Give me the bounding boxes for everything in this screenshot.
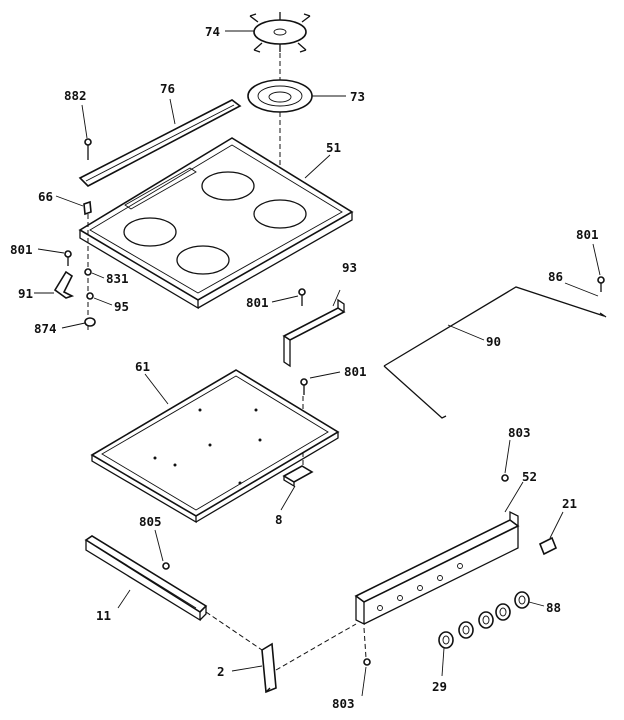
label-8: 8 bbox=[275, 512, 283, 527]
label-61: 61 bbox=[135, 359, 150, 374]
label-29: 29 bbox=[432, 679, 447, 694]
label-51: 51 bbox=[326, 140, 341, 155]
burner-bowl-73 bbox=[247, 79, 313, 113]
screw-801-right bbox=[597, 276, 605, 292]
label-2: 2 bbox=[217, 664, 225, 679]
label-11: 11 bbox=[96, 608, 111, 623]
label-86: 86 bbox=[548, 269, 563, 284]
screw-801-left bbox=[64, 250, 72, 266]
manifold-panel-52 bbox=[354, 510, 520, 626]
label-882: 882 bbox=[64, 88, 87, 103]
screw-801-lower bbox=[300, 378, 308, 395]
label-73: 73 bbox=[350, 89, 365, 104]
screw-803-upper bbox=[501, 474, 509, 482]
screw-882 bbox=[84, 138, 92, 160]
bracket-8 bbox=[282, 465, 314, 488]
label-93: 93 bbox=[342, 260, 357, 275]
label-66: 66 bbox=[38, 189, 53, 204]
label-803-upper: 803 bbox=[508, 425, 531, 440]
bracket-91 bbox=[53, 270, 75, 299]
label-805: 805 bbox=[139, 514, 162, 529]
label-831: 831 bbox=[106, 271, 129, 286]
label-801-center: 801 bbox=[246, 295, 269, 310]
label-52: 52 bbox=[522, 469, 537, 484]
side-bracket-2 bbox=[261, 642, 277, 694]
label-874: 874 bbox=[34, 321, 57, 336]
knobs-88 bbox=[438, 591, 530, 649]
label-90: 90 bbox=[486, 334, 501, 349]
bracket-93 bbox=[282, 298, 346, 368]
side-trim-11 bbox=[84, 535, 208, 622]
label-74: 74 bbox=[205, 24, 220, 39]
burner-box-61 bbox=[90, 369, 340, 524]
trim-bar-76 bbox=[78, 99, 242, 187]
label-801-lower: 801 bbox=[344, 364, 367, 379]
nut-831 bbox=[84, 268, 92, 276]
rod-90 bbox=[383, 286, 607, 419]
label-88: 88 bbox=[546, 600, 561, 615]
label-76: 76 bbox=[160, 81, 175, 96]
label-801-right: 801 bbox=[576, 227, 599, 242]
label-91: 91 bbox=[18, 286, 33, 301]
label-801-left: 801 bbox=[10, 242, 33, 257]
part-21 bbox=[538, 536, 558, 556]
screw-803-lower bbox=[363, 658, 371, 666]
screw-805 bbox=[162, 562, 170, 570]
label-95: 95 bbox=[114, 299, 129, 314]
burner-grate-74 bbox=[249, 12, 311, 53]
screw-801-center bbox=[298, 288, 306, 306]
foot-874 bbox=[84, 317, 96, 327]
cooktop-51 bbox=[78, 137, 354, 310]
label-803-lower: 803 bbox=[332, 696, 355, 711]
label-21: 21 bbox=[562, 496, 577, 511]
clip-66 bbox=[83, 200, 92, 216]
part-labels: 74 73 76 882 51 66 801 831 91 95 874 801… bbox=[10, 24, 599, 711]
washer-95 bbox=[86, 292, 94, 300]
